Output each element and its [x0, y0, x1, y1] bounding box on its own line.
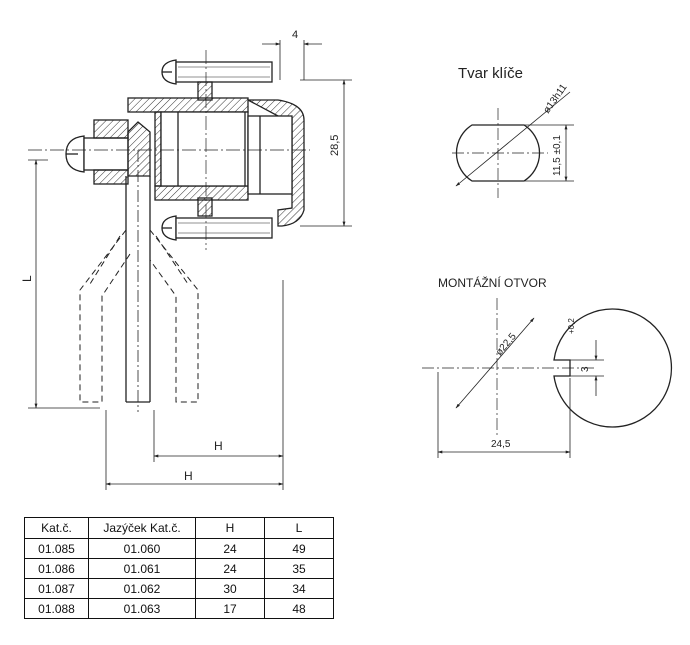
- table-cell: 01.060: [88, 538, 196, 559]
- main-view-dimensions: [28, 40, 352, 490]
- table-row: 01.087 01.062 30 34: [24, 578, 334, 599]
- table-cell: 49: [264, 538, 334, 559]
- key-shape-title: Tvar klíče: [458, 65, 523, 82]
- table-cell: 34: [264, 578, 334, 599]
- dim-h1-label: H: [214, 439, 223, 453]
- table-cell: 01.062: [88, 578, 196, 599]
- table-row: 01.088 01.063 17 48: [24, 598, 334, 619]
- dim-l-label: L: [20, 275, 34, 282]
- table-header: L: [264, 517, 334, 539]
- table-cell: 01.086: [24, 558, 89, 579]
- hole-diameter-label: ø22,5: [494, 331, 519, 358]
- key-diameter-label: ø13h11: [541, 82, 569, 116]
- table-cell: 35: [264, 558, 334, 579]
- alternative-tongue-outlines: [79, 229, 199, 403]
- table-cell: 30: [195, 578, 265, 599]
- table-cell: 01.063: [88, 598, 196, 619]
- hole-notch-label: 3: [580, 366, 591, 372]
- table-header: Kat.č.: [24, 517, 89, 539]
- lock-assembly-view: [28, 50, 310, 412]
- mounting-hole-title: MONTÁŽNÍ OTVOR: [438, 275, 547, 290]
- table-cell: 01.087: [24, 578, 89, 599]
- table-header: Jazýček Kat.č.: [88, 517, 196, 539]
- table-cell: 17: [195, 598, 265, 619]
- bottom-screw: [161, 215, 273, 241]
- top-screw: [161, 59, 273, 85]
- table-header-row: Kat.č. Jazýček Kat.č. H L: [24, 517, 334, 539]
- table-cell: 01.088: [24, 598, 89, 619]
- technical-drawing: 4 28,5 L H H Tvar klíče ø13h11 11,5 ±0,1…: [20, 29, 673, 490]
- table-cell: 48: [264, 598, 334, 619]
- dim-right-label: 28,5: [329, 135, 341, 156]
- spec-table: Kat.č. Jazýček Kat.č. H L 01.085 01.060 …: [24, 517, 334, 619]
- table-cell: 01.061: [88, 558, 196, 579]
- table-cell: 24: [195, 558, 265, 579]
- hole-tolerance-label: +0,2: [567, 318, 576, 334]
- key-height-label: 11,5 ±0,1: [552, 135, 563, 176]
- side-screw: [65, 119, 151, 185]
- mounting-hole-drawing: [422, 298, 673, 458]
- dim-top-label: 4: [292, 29, 298, 41]
- table-row: 01.086 01.061 24 35: [24, 558, 334, 579]
- table-row: 01.085 01.060 24 49: [24, 538, 334, 559]
- hole-width-label: 24,5: [491, 439, 511, 450]
- dim-h2-label: H: [184, 469, 193, 483]
- key-shape-drawing: [452, 91, 574, 198]
- table-header: H: [195, 517, 265, 539]
- table-cell: 01.085: [24, 538, 89, 559]
- table-cell: 24: [195, 538, 265, 559]
